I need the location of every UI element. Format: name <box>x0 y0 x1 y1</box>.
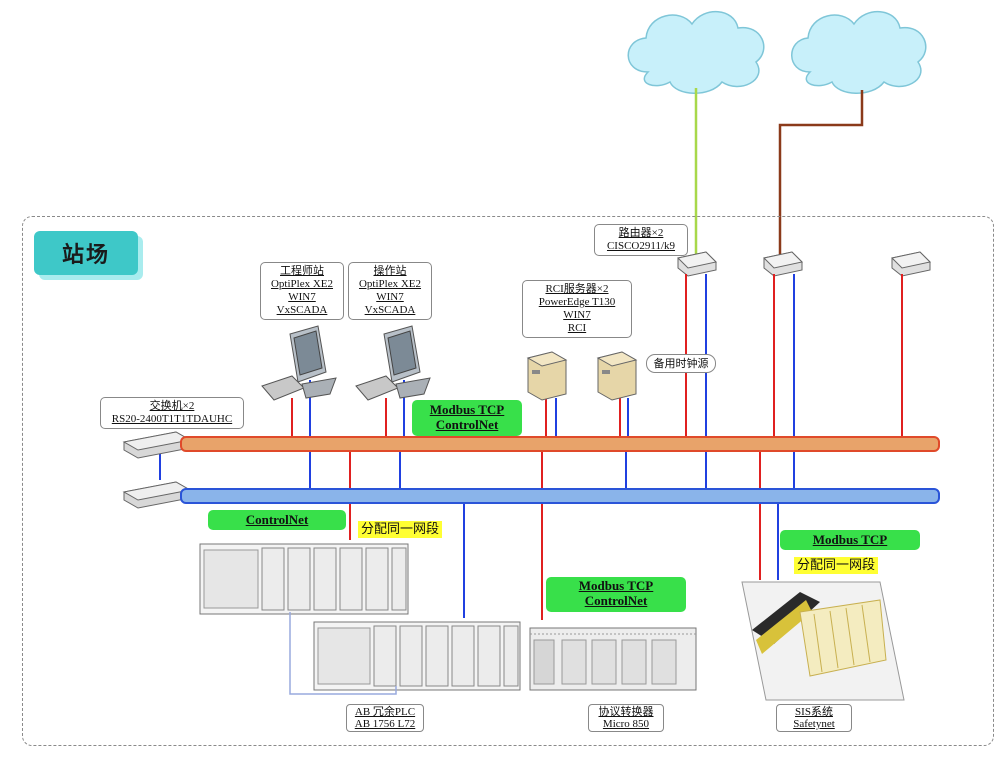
converter-caption: 协议转换器 Micro 850 <box>588 704 664 732</box>
operator-workstation-icon <box>355 325 431 401</box>
modbus-tcp-controlnet-bus-a <box>180 436 940 452</box>
rci-server-line3: WIN7 <box>563 309 591 321</box>
wan-link-brown <box>778 90 864 255</box>
cloud-icon-left <box>627 10 765 94</box>
engineering-station-line3: WIN7 <box>288 291 316 303</box>
operator-station-line3: WIN7 <box>376 291 404 303</box>
switch-label-line2: RS20-2400T1T1TDAUHC <box>111 413 233 425</box>
rci-server-line2: PowerEdge T130 <box>538 296 616 308</box>
rci-server-icon-1 <box>526 351 568 401</box>
engineering-station-label: 工程师站 OptiPlex XE2 WIN7 VxSCADA <box>260 262 344 320</box>
operator-station-line2: OptiPlex XE2 <box>358 278 422 290</box>
controlnet-text: ControlNet <box>245 512 309 527</box>
router-icon-2 <box>762 251 804 277</box>
site-boundary <box>22 216 994 746</box>
sis-modbus-text: Modbus TCP <box>812 532 888 547</box>
same-segment-label-plc: 分配同一网段 <box>358 521 443 538</box>
operator-station-line1: 操作站 <box>373 265 407 277</box>
rci-server-label: RCI服务器×2 PowerEdge T130 WIN7 RCI <box>522 280 632 338</box>
engineering-station-line4: VxSCADA <box>276 304 328 316</box>
switch-label: 交换机×2 RS20-2400T1T1TDAUHC <box>100 397 244 429</box>
operator-station-label: 操作站 OptiPlex XE2 WIN7 VxSCADA <box>348 262 432 320</box>
backup-clock-text: 备用时钟源 <box>653 357 709 370</box>
rci-server-line4: RCI <box>567 322 587 334</box>
same-segment-label-sis: 分配同一网段 <box>794 557 879 574</box>
bus-protocol-line1: Modbus TCP <box>429 402 505 417</box>
plc-caption-line2: AB 1756 L72 <box>354 718 416 730</box>
plc-caption: AB 冗余PLC AB 1756 L72 <box>346 704 424 732</box>
site-title-tag: 站场 <box>34 231 138 275</box>
bus-protocol-line2: ControlNet <box>435 417 499 432</box>
engineering-workstation-icon <box>261 325 337 401</box>
engineering-station-line1: 工程师站 <box>280 265 324 277</box>
switch-label-line1: 交换机×2 <box>149 400 195 412</box>
controlnet-label: ControlNet <box>208 510 346 530</box>
converter-protocol-line1: Modbus TCP <box>578 578 654 593</box>
plc-rack-icon-2 <box>313 621 521 691</box>
router-icon-3 <box>890 251 932 277</box>
sis-safetynet-icon <box>741 581 905 701</box>
bus-interconnects <box>159 450 795 490</box>
converter-caption-line1: 协议转换器 <box>598 706 654 718</box>
plc-rack-icon-1 <box>199 543 409 615</box>
rci-server-line1: RCI服务器×2 <box>545 283 609 295</box>
sis-caption: SIS系统 Safetynet <box>776 704 852 732</box>
sis-modbus-label: Modbus TCP <box>780 530 920 550</box>
bus-protocol-label: Modbus TCP ControlNet <box>412 400 522 436</box>
sis-caption-line1: SIS系统 <box>795 706 833 718</box>
backup-clock-label: 备用时钟源 <box>646 354 716 373</box>
engineering-station-line2: OptiPlex XE2 <box>270 278 334 290</box>
cloud-icon-right <box>791 10 927 94</box>
router-label-line2: CISCO2911/k9 <box>606 240 676 252</box>
converter-caption-line2: Micro 850 <box>602 718 650 730</box>
router-label-line1: 路由器×2 <box>618 227 664 239</box>
switch-icon-1 <box>122 431 192 459</box>
operator-station-line4: VxSCADA <box>364 304 416 316</box>
sis-caption-line2: Safetynet <box>793 718 835 730</box>
converter-protocol-line2: ControlNet <box>584 593 648 608</box>
router-icon-1 <box>676 251 718 277</box>
rci-server-icon-2 <box>596 351 638 401</box>
modbus-tcp-controlnet-bus-b <box>180 488 940 504</box>
plc-caption-line1: AB 冗余PLC <box>354 706 416 718</box>
micro850-converter-icon <box>529 627 697 691</box>
router-label: 路由器×2 CISCO2911/k9 <box>594 224 688 256</box>
converter-protocol-label: Modbus TCP ControlNet <box>546 577 686 612</box>
plc-redundancy-cable <box>289 612 397 695</box>
